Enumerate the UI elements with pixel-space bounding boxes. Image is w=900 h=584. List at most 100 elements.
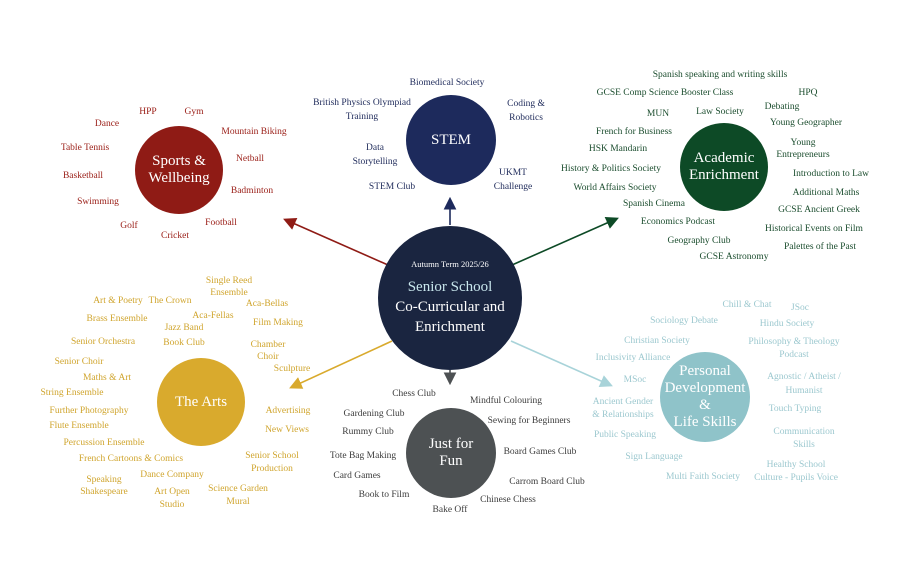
stem-item: STEM Club	[368, 182, 416, 192]
arts-item: The Crown	[148, 296, 192, 306]
fun-item: Chinese Chess	[480, 495, 536, 505]
arts-item: Film Making	[253, 318, 303, 328]
personal-item: Public Speaking	[593, 430, 657, 440]
arts-item: Speaking	[86, 475, 122, 485]
academic-item: Historical Events on Film	[765, 224, 863, 234]
personal-item: Ancient Gender	[592, 397, 654, 407]
arts-item: String Ensemble	[40, 388, 104, 398]
academic-item: MUN	[646, 109, 670, 119]
personal-item: Chill & Chat	[722, 300, 772, 310]
arts-item: Senior Choir	[54, 357, 104, 367]
academic-item: Spanish speaking and writing skills	[652, 70, 788, 80]
personal-item: Communication	[773, 427, 835, 437]
academic-title-line2: Enrichment	[689, 167, 759, 183]
stem-item: Robotics	[509, 113, 543, 123]
fun-item: Chess Club	[392, 389, 436, 399]
arts-item: Chamber	[250, 340, 286, 350]
academic-item: French for Business	[596, 127, 672, 137]
academic-item: Palettes of the Past	[783, 242, 857, 252]
academic-enrichment-circle: Academic Enrichment	[680, 123, 768, 211]
center-title-line1: Senior School	[407, 279, 493, 295]
center-title-line2: Co-Curricular and	[395, 299, 505, 315]
academic-item: Geography Club	[667, 236, 731, 246]
arts-item: Science Garden	[208, 484, 268, 494]
personal-item: MSoc	[623, 375, 647, 385]
sports-item: HPP	[139, 107, 157, 117]
stem-item: Training	[345, 112, 379, 122]
personal-item: Agnostic / Atheist /	[767, 372, 841, 382]
academic-item: Law Society	[696, 107, 744, 117]
personal-item: Touch Typing	[768, 404, 822, 414]
fun-item: Carrom Board Club	[509, 477, 585, 487]
stem-title: STEM	[430, 131, 471, 148]
arts-item: Single Reed	[205, 276, 253, 286]
academic-item: GCSE Astronomy	[699, 252, 769, 262]
personal-item: Inclusivity Alliance	[595, 353, 671, 363]
sports-title-line1: Sports &	[152, 153, 206, 169]
academic-item: Debating	[764, 102, 800, 112]
fun-title-line1: Just for	[428, 436, 474, 452]
stem-item: Challenge	[493, 182, 533, 192]
arts-item: Ensemble	[210, 288, 248, 298]
fun-item: Board Games Club	[503, 447, 577, 457]
fun-title-line2: Fun	[439, 453, 463, 469]
stem-item: Data	[366, 143, 384, 153]
arts-item: Senior School	[245, 451, 299, 461]
arts-item: Aca-Bellas	[245, 299, 289, 309]
arts-item: Studio	[159, 500, 185, 510]
sports-item: Swimming	[77, 197, 119, 207]
stem-item: UKMT	[499, 168, 527, 178]
fun-item: Book to Film	[358, 490, 410, 500]
personal-item: Christian Society	[624, 336, 690, 346]
arts-item: Flute Ensemble	[49, 421, 109, 431]
center-circle: Autumn Term 2025/26 Senior School Co-Cur…	[378, 226, 522, 370]
academic-item: GCSE Ancient Greek	[778, 205, 860, 215]
personal-item: JSoc	[791, 303, 809, 313]
sports-title-line2: Wellbeing	[148, 170, 210, 186]
stem-item: British Physics Olympiad	[313, 98, 411, 108]
personal-title-line2: Development &	[664, 380, 746, 413]
personal-item: & Relationships	[592, 410, 654, 420]
arts-item: Dance Company	[140, 470, 204, 480]
arts-item: Aca-Fellas	[192, 311, 234, 321]
fun-item: Rummy Club	[342, 427, 394, 437]
arts-item: Mural	[226, 497, 250, 507]
personal-item: Healthy School	[766, 460, 826, 470]
arts-item: Book Club	[163, 338, 205, 348]
arts-item: Art & Poetry	[93, 296, 143, 306]
sports-item: Gym	[184, 107, 204, 117]
stem-item: Biomedical Society	[409, 78, 485, 88]
arts-item: Further Photography	[49, 406, 129, 416]
arts-item: Advertising	[265, 406, 311, 416]
fun-item: Gardening Club	[343, 409, 405, 419]
personal-item: Humanist	[785, 386, 823, 396]
sports-item: Football	[205, 218, 237, 228]
arts-item: Senior Orchestra	[70, 337, 136, 347]
sports-item: Mountain Biking	[221, 127, 287, 137]
arts-item: Art Open	[154, 487, 190, 497]
sports-item: Table Tennis	[60, 143, 110, 153]
personal-title-line1: Personal	[679, 363, 731, 379]
academic-item: HSK Mandarin	[588, 144, 648, 154]
fun-item: Card Games	[333, 471, 381, 481]
arrow-to-academic	[511, 217, 619, 266]
sports-wellbeing-circle: Sports & Wellbeing	[135, 126, 223, 214]
personal-title-line3: Life Skills	[673, 414, 737, 430]
personal-item: Philosophy & Theology	[748, 337, 840, 347]
fun-item: Sewing for Beginners	[487, 416, 571, 426]
academic-item: GCSE Comp Science Booster Class	[596, 88, 734, 98]
sports-item: Golf	[120, 221, 138, 231]
arts-item: Production	[251, 464, 293, 474]
academic-title-line1: Academic	[693, 150, 755, 166]
arts-item: French Cartoons & Comics	[78, 454, 184, 464]
stem-circle: STEM	[406, 95, 496, 185]
term-label: Autumn Term 2025/26	[411, 259, 489, 269]
personal-item: Culture - Pupils Voice	[754, 473, 838, 483]
arts-title: The Arts	[174, 393, 228, 410]
sports-item: Cricket	[161, 231, 189, 241]
sports-item: Netball	[236, 154, 264, 164]
personal-item: Hindu Society	[759, 319, 815, 329]
academic-item: Spanish Cinema	[622, 199, 686, 209]
the-arts-circle: The Arts	[157, 358, 245, 446]
academic-item: Young Geographer	[769, 118, 843, 128]
